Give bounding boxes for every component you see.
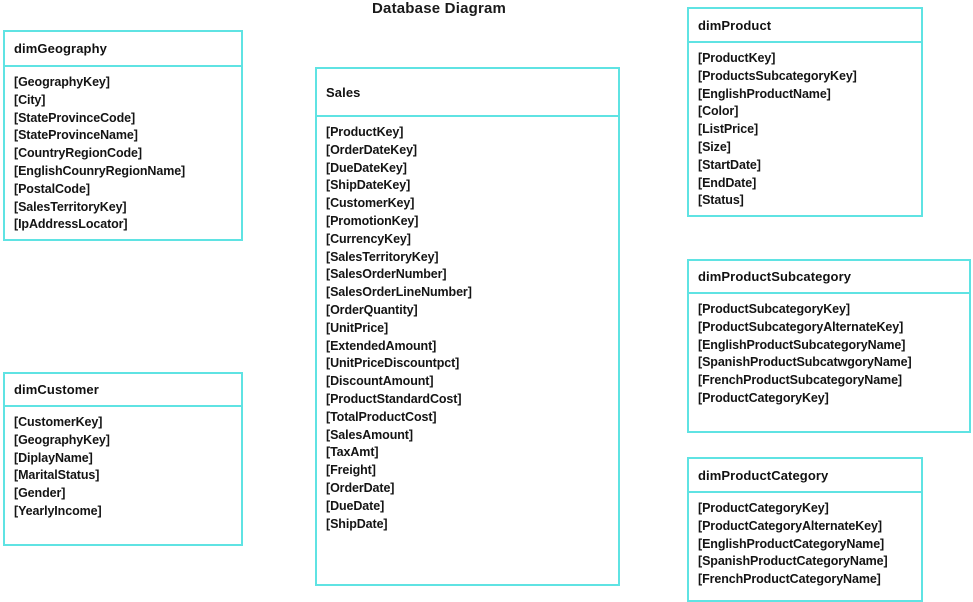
entity-field: [ProductCategoryKey] [698, 501, 829, 515]
entity-table-dimProduct[interactable]: dimProduct [ProductKey] [ProductsSubcatego… [687, 7, 923, 217]
entity-field: [ProductsSubcategoryKey] [698, 68, 857, 83]
page-title: Database Diagram [372, 0, 507, 17]
entity-field: [EndDate] [698, 175, 757, 190]
entity-field: [UnitPriceDiscountpct] [326, 356, 460, 371]
entity-field: [ProductStandardCost] [326, 391, 462, 406]
entity-field: [FrenchProductSubcategoryName] [698, 373, 902, 388]
entity-field: [SpanishProductCategoryName] [698, 554, 888, 569]
entity-field: [DueDate] [326, 498, 385, 513]
entity-field: [TotalProductCost] [326, 409, 437, 424]
entity-table-dimProductSubcategory[interactable]: dimProductSubcategory [ProductSubcategory… [687, 259, 971, 433]
entity-field: [CountryRegionCode] [14, 146, 142, 161]
entity-field: [Color] [698, 104, 739, 119]
entity-field: [TaxAmt] [326, 445, 379, 460]
entity-table-dimGeography[interactable]: dimGeography [GeographyKey] [City] [StatePr… [3, 30, 243, 241]
entity-field: [ProductKey] [326, 125, 404, 139]
entity-field: [CurrencyKey] [326, 231, 411, 246]
entity-field: [CustomerKey] [326, 196, 415, 211]
entity-field: [SalesTerritoryKey] [326, 249, 439, 264]
entity-field-list: [ProductSubcategoryKey] [ProductSubcatego… [689, 294, 969, 408]
entity-field: [OrderDateKey] [326, 142, 417, 157]
entity-field: [ProductSubcategoryAlternateKey] [698, 319, 904, 334]
entity-field: [ShipDate] [326, 516, 388, 531]
entity-field: [EnglishCounryRegionName] [14, 163, 186, 178]
entity-field: [Status] [698, 193, 744, 208]
entity-field: [IpAddressLocator] [14, 217, 128, 232]
entity-header-Sales: Sales [317, 69, 618, 117]
entity-field: [ProductKey] [698, 51, 776, 65]
entity-name: dimGeography [14, 41, 107, 56]
entity-name: dimProductSubcategory [698, 269, 852, 284]
entity-name: dimProduct [698, 17, 772, 33]
entity-field: [SpanishProductSubcatwgoryName] [698, 355, 912, 370]
entity-field: [EnglishProductName] [698, 86, 831, 101]
entity-field: [CustomerKey] [14, 415, 103, 429]
entity-field: [GeographyKey] [14, 75, 110, 89]
entity-field: [StateProvinceName] [14, 128, 138, 143]
entity-field: [MaritalStatus] [14, 468, 100, 483]
entity-field: [EnglishProductSubcategoryName] [698, 337, 906, 352]
entity-field: [ShipDateKey] [326, 178, 411, 193]
entity-field: [StateProvinceCode] [14, 110, 136, 125]
entity-field: [GeographyKey] [14, 432, 110, 447]
entity-name: dimProductCategory [698, 467, 829, 483]
entity-field: [PostalCode] [14, 181, 90, 196]
entity-field-list: [ProductKey] [ProductsSubcategoryKey] [Eng… [689, 43, 921, 210]
entity-field: [SalesOrderNumber] [326, 267, 447, 282]
entity-field: [Gender] [14, 486, 66, 501]
entity-field: [SalesTerritoryKey] [14, 199, 127, 214]
entity-name: Sales [326, 84, 361, 100]
entity-field: [Freight] [326, 463, 376, 478]
entity-field: [DiscountAmount] [326, 374, 434, 389]
entity-field: [OrderQuantity] [326, 302, 418, 317]
entity-header-dimProductCategory: dimProductCategory [689, 459, 921, 493]
entity-field: [DiplayName] [14, 450, 93, 465]
entity-field: [YearlyIncome] [14, 503, 102, 518]
entity-field: [StartDate] [698, 157, 761, 172]
entity-field: [UnitPrice] [326, 320, 389, 335]
entity-field-list: [CustomerKey] [GeographyKey] [DiplayName] [… [5, 407, 241, 521]
entity-field-list: [ProductKey] [OrderDateKey] [DueDateKey] [S… [317, 117, 618, 533]
entity-field-list: [GeographyKey] [City] [StateProvinceCode] [… [5, 67, 241, 234]
entity-field: [SalesOrderLineNumber] [326, 285, 472, 300]
entity-field: [ProductCategoryAlternateKey] [698, 518, 882, 533]
entity-field: [FrenchProductCategoryName] [698, 572, 881, 587]
entity-header-dimProduct: dimProduct [689, 9, 921, 43]
entity-table-Sales[interactable]: Sales [ProductKey] [OrderDateKey] [DueDateK… [315, 67, 620, 586]
entity-name: dimCustomer [14, 382, 99, 397]
entity-field: [OrderDate] [326, 480, 395, 495]
entity-field: [ProductCategoryKey] [698, 390, 829, 405]
entity-field: [ProductSubcategoryKey] [698, 302, 850, 316]
entity-header-dimProductSubcategory: dimProductSubcategory [689, 261, 969, 294]
entity-field: [Size] [698, 139, 731, 154]
entity-field: [PromotionKey] [326, 213, 419, 228]
entity-header-dimCustomer: dimCustomer [5, 374, 241, 407]
entity-header-dimGeography: dimGeography [5, 32, 241, 67]
entity-field-list: [ProductCategoryKey] [ProductCategoryAlte… [689, 493, 921, 589]
entity-field: [EnglishProductCategoryName] [698, 536, 885, 551]
entity-field: [City] [14, 92, 46, 107]
entity-table-dimCustomer[interactable]: dimCustomer [CustomerKey] [GeographyKey] [D… [3, 372, 243, 546]
entity-field: [SalesAmount] [326, 427, 413, 442]
entity-field: [ListPrice] [698, 122, 759, 137]
entity-field: [ExtendedAmount] [326, 338, 437, 353]
entity-field: [DueDateKey] [326, 160, 407, 175]
entity-table-dimProductCategory[interactable]: dimProductCategory[ProductCategoryKey][P… [687, 457, 923, 602]
